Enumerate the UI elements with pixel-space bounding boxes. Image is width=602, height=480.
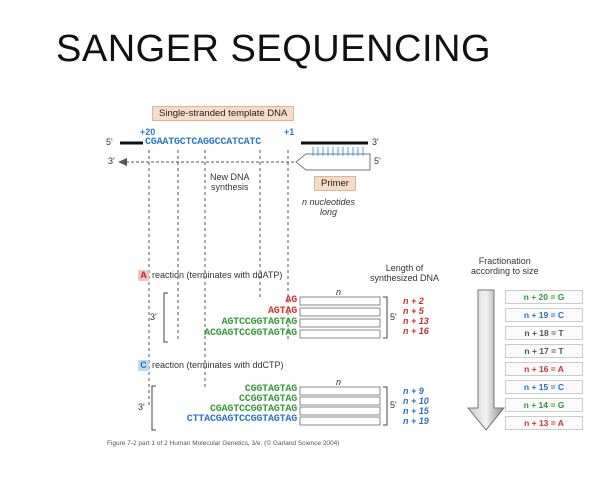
- five-prime-left: 5': [106, 137, 113, 147]
- bracket-c: [151, 385, 156, 431]
- guide-lines: [148, 150, 289, 405]
- fragments-c: CGGTAGTAG CCGGTAGTAG CGAGTCCGGTAGTAG CTT…: [187, 385, 297, 425]
- n-label-a: n: [336, 287, 342, 297]
- new-dna-label: New DNA synthesis: [210, 172, 250, 192]
- bracket-c-right: [383, 386, 388, 426]
- position-plus20: +20: [140, 127, 156, 137]
- lengths-c: n + 9 n + 10 n + 15 n + 19: [403, 386, 429, 426]
- length-header: Length of synthesized DNA: [370, 263, 440, 283]
- bars-c: [299, 386, 381, 426]
- length-a-1: n + 2: [403, 296, 424, 306]
- three-prime-a: 3': [150, 312, 157, 322]
- fraction-item: n + 20 = G: [505, 290, 583, 304]
- length-c-3: n + 15: [403, 406, 429, 416]
- reaction-c-text: reaction (terminates with ddCTP): [152, 360, 284, 370]
- template-label: Single-stranded template DNA: [152, 106, 295, 121]
- template-sequence: CGAATGCTCAGGCCATCATC: [145, 137, 262, 148]
- primer-shape: [295, 153, 371, 171]
- bracket-a: [163, 292, 168, 343]
- badge-c: C: [138, 360, 149, 371]
- position-plus1: +1: [284, 127, 295, 137]
- page-title: SANGER SEQUENCING: [56, 28, 492, 70]
- reaction-a-text: reaction (terminates with ddATP): [152, 270, 283, 280]
- primer-ticks: [312, 147, 364, 156]
- fragment-c-4: CTTACGAGTCCGGTAGTAG: [186, 414, 297, 425]
- n-label-c: n: [336, 377, 342, 387]
- fraction-item: n + 17 = T: [505, 344, 583, 358]
- fraction-item: n + 16 = A: [505, 362, 583, 376]
- fraction-item: n + 13 = A: [505, 416, 583, 430]
- three-prime-left: 3': [108, 156, 115, 166]
- length-c-2: n + 10: [403, 396, 429, 406]
- fragments-a: AG AGTAG AGTCCGGTAGTAG ACGAGTCCGGTAGTAG: [204, 295, 297, 339]
- length-c-4: n + 19: [403, 416, 429, 426]
- fraction-item: n + 19 = C: [505, 308, 583, 322]
- lengths-a: n + 2 n + 5 n + 13 n + 16: [403, 296, 429, 336]
- five-prime-primer: 5': [374, 156, 381, 166]
- five-prime-a: 5': [390, 312, 397, 322]
- fractionation-list: n + 20 = G n + 19 = C n + 18 = T n + 17 = T…: [505, 290, 583, 434]
- fraction-header: Fractionation according to size: [471, 256, 539, 276]
- fraction-item: n + 15 = C: [505, 380, 583, 394]
- length-a-2: n + 5: [403, 306, 424, 316]
- five-prime-c: 5': [390, 400, 397, 410]
- three-prime-c: 3': [138, 402, 145, 412]
- synthesis-arrow-head: [118, 158, 127, 166]
- length-a-4: n + 16: [403, 326, 429, 336]
- fraction-item: n + 14 = G: [505, 398, 583, 412]
- length-a-3: n + 13: [403, 316, 429, 326]
- badge-a: A: [138, 270, 149, 281]
- fraction-item: n + 18 = T: [505, 326, 583, 340]
- primer-label: Primer: [314, 176, 356, 191]
- fragment-c-2: CCGGTAGTAG: [238, 394, 297, 405]
- fragment-c-1: CGGTAGTAG: [244, 384, 297, 395]
- bars-a: [299, 296, 381, 339]
- fragment-a-4: ACGAGTCCGGTAGTAG: [204, 328, 297, 339]
- length-c-1: n + 9: [403, 386, 424, 396]
- fragment-a-1: AG: [285, 295, 297, 306]
- bracket-a-right: [383, 296, 388, 339]
- figure-caption: Figure 7-2 part 1 of 2 Human Molecular G…: [107, 440, 340, 447]
- fragment-a-2: AGTAG: [267, 306, 297, 317]
- n-nucleotides-label: n nucleotides long: [302, 197, 356, 217]
- fractionation-arrow: [466, 289, 506, 431]
- fragment-c-3: CGAGTCCGGTAGTAG: [209, 404, 297, 415]
- fragment-a-3: AGTCCGGTAGTAG: [221, 317, 298, 328]
- three-prime-right: 3': [372, 137, 379, 147]
